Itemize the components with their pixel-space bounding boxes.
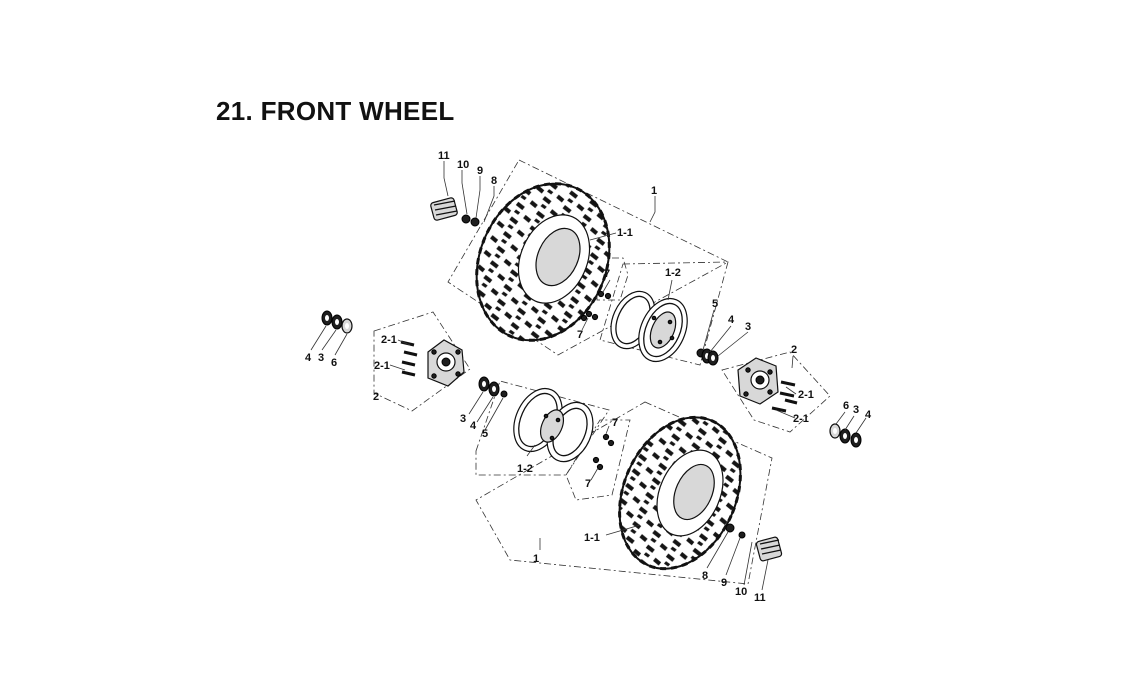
callout-labels: 11 10 9 8 1 1-1 7 7 1-2 5 4 3 4 3 6 2-1 … [305,150,872,604]
callout-2-1-left-b: 2-1 [374,360,390,372]
left-outer-bearings [321,310,353,334]
lower-tire [618,415,742,571]
lower-wheel-assembly-box [475,401,773,585]
right-hub-assembly-box [721,351,831,433]
callout-11-bottom: 11 [754,592,766,604]
upper-valve-stems [580,290,612,322]
upper-washer-9 [470,217,480,227]
callout-4-left: 4 [305,352,312,364]
callout-6-right: 6 [843,400,849,412]
lower-washer-9 [738,531,746,539]
callout-2-1-right-a: 2-1 [798,389,814,401]
callout-2-1-left-a: 2-1 [381,334,397,346]
right-hub [737,357,779,405]
lower-rim-valve-box [565,419,631,501]
callout-8-top: 8 [491,175,497,187]
callout-1-2-top: 1-2 [665,267,681,279]
callout-1-top: 1 [651,185,657,197]
lower-rim [513,387,594,463]
upper-wheel-assembly-box [447,159,729,356]
upper-rim [610,290,688,363]
callout-3-mid: 3 [460,413,466,425]
right-hub-studs [771,380,798,413]
callout-4-right: 4 [865,409,872,421]
left-hub [427,339,465,387]
callout-3-left: 3 [318,352,324,364]
right-outer-bearings [829,423,862,448]
callout-2-right: 2 [791,344,797,356]
upper-bearing-4-3 [701,348,719,366]
lower-washer-8 [725,523,735,533]
callout-8-bottom: 8 [702,570,708,582]
callout-4-top: 4 [728,314,735,326]
callout-1-1-bottom: 1-1 [584,532,600,544]
upper-washer-10 [461,214,471,224]
callout-7-bottom-b: 7 [585,478,591,490]
callout-5-top: 5 [712,298,718,310]
mid-bearings [478,376,508,398]
upper-tire [475,182,611,342]
callout-3-top: 3 [745,321,751,333]
callout-10-top: 10 [457,159,469,171]
lower-valve-stems [592,433,615,471]
callout-1-1-top: 1-1 [617,227,633,239]
callout-11-top: 11 [438,150,450,162]
callout-1-2-bottom: 1-2 [517,463,533,475]
callout-2-1-right-b: 2-1 [793,413,809,425]
callout-3-right: 3 [853,404,859,416]
page-title: 21. FRONT WHEEL [216,96,455,126]
upper-cap-nut [430,197,458,221]
callout-2-left: 2 [373,391,379,403]
callout-7-top-b: 7 [577,329,583,341]
callout-1-bottom: 1 [533,553,539,565]
leader-lines [310,161,867,591]
callout-5-mid: 5 [482,428,488,440]
callout-7-top-a: 7 [604,268,610,280]
upper-rim-valve-box [596,257,629,301]
callout-9-top: 9 [477,165,483,177]
callout-7-bottom-a: 7 [612,417,618,429]
callout-4-mid: 4 [470,420,477,432]
left-hub-assembly-box [373,311,471,412]
upper-rim-box [599,261,729,366]
lower-cap-nut [755,536,783,562]
callout-6-left: 6 [331,357,337,369]
callout-10-bottom: 10 [735,586,747,598]
callout-9-bottom: 9 [721,577,727,589]
left-hub-studs [400,340,418,377]
